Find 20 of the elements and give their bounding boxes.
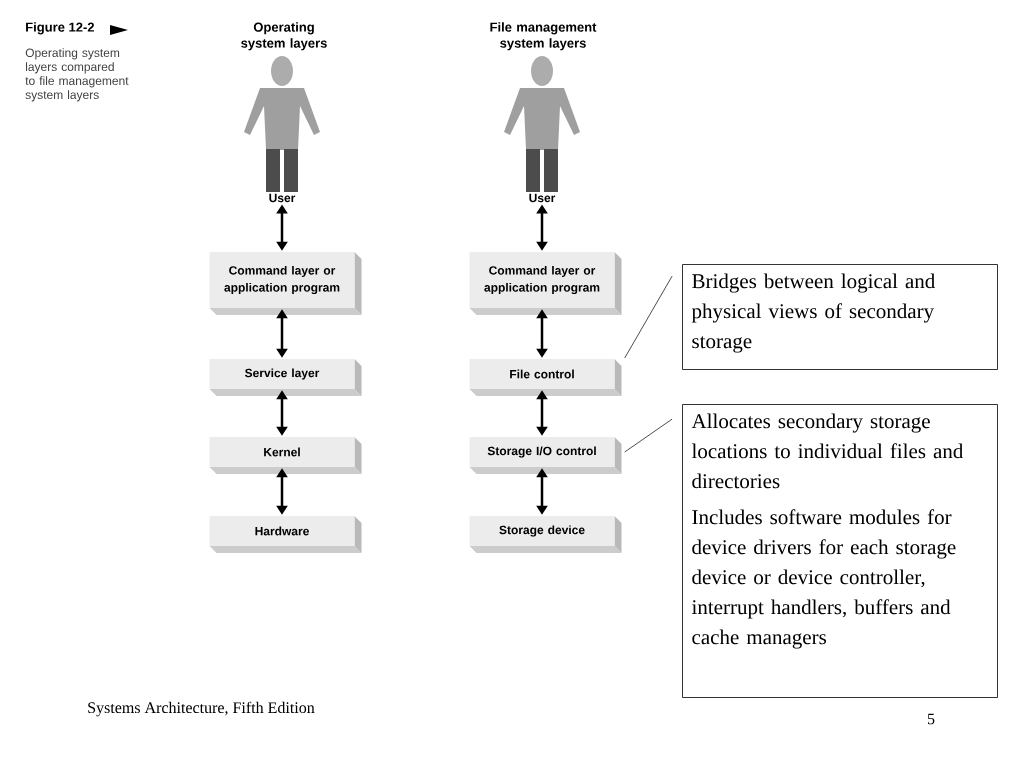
- footer-text: Systems Architecture, Fifth Edition: [88, 701, 315, 717]
- layer-box: Kernel: [209, 437, 362, 474]
- figure-number: Figure 12-2: [26, 22, 95, 35]
- layer-box: Storage device: [469, 516, 622, 553]
- user-label: User: [529, 193, 556, 203]
- column-heading: Operating system layers: [241, 22, 327, 51]
- note-box: Bridges between logical and physical views of secondary storage: [682, 264, 998, 370]
- layer-box: Service layer: [209, 359, 362, 396]
- user-label: User: [269, 193, 296, 203]
- layer-box: Hardware: [209, 516, 362, 553]
- page-number: 5: [927, 713, 935, 725]
- layer-box: Command layer or application program: [209, 252, 362, 315]
- layer-box: Storage I/O control: [469, 437, 622, 474]
- column-heading: File management system layers: [490, 22, 597, 51]
- layer-box: File control: [469, 359, 622, 396]
- leader-line: [624, 418, 673, 453]
- leader-line: [624, 275, 673, 359]
- layer-box: Command layer or application program: [469, 252, 622, 315]
- note-box: Allocates secondary storage locations to individual files and directories Includes software modules for device drivers for each storage device or device controller, interrupt handlers, buffers and cache managers: [682, 404, 998, 698]
- figure-caption: Operating system layers compared to file management system layers: [25, 48, 129, 102]
